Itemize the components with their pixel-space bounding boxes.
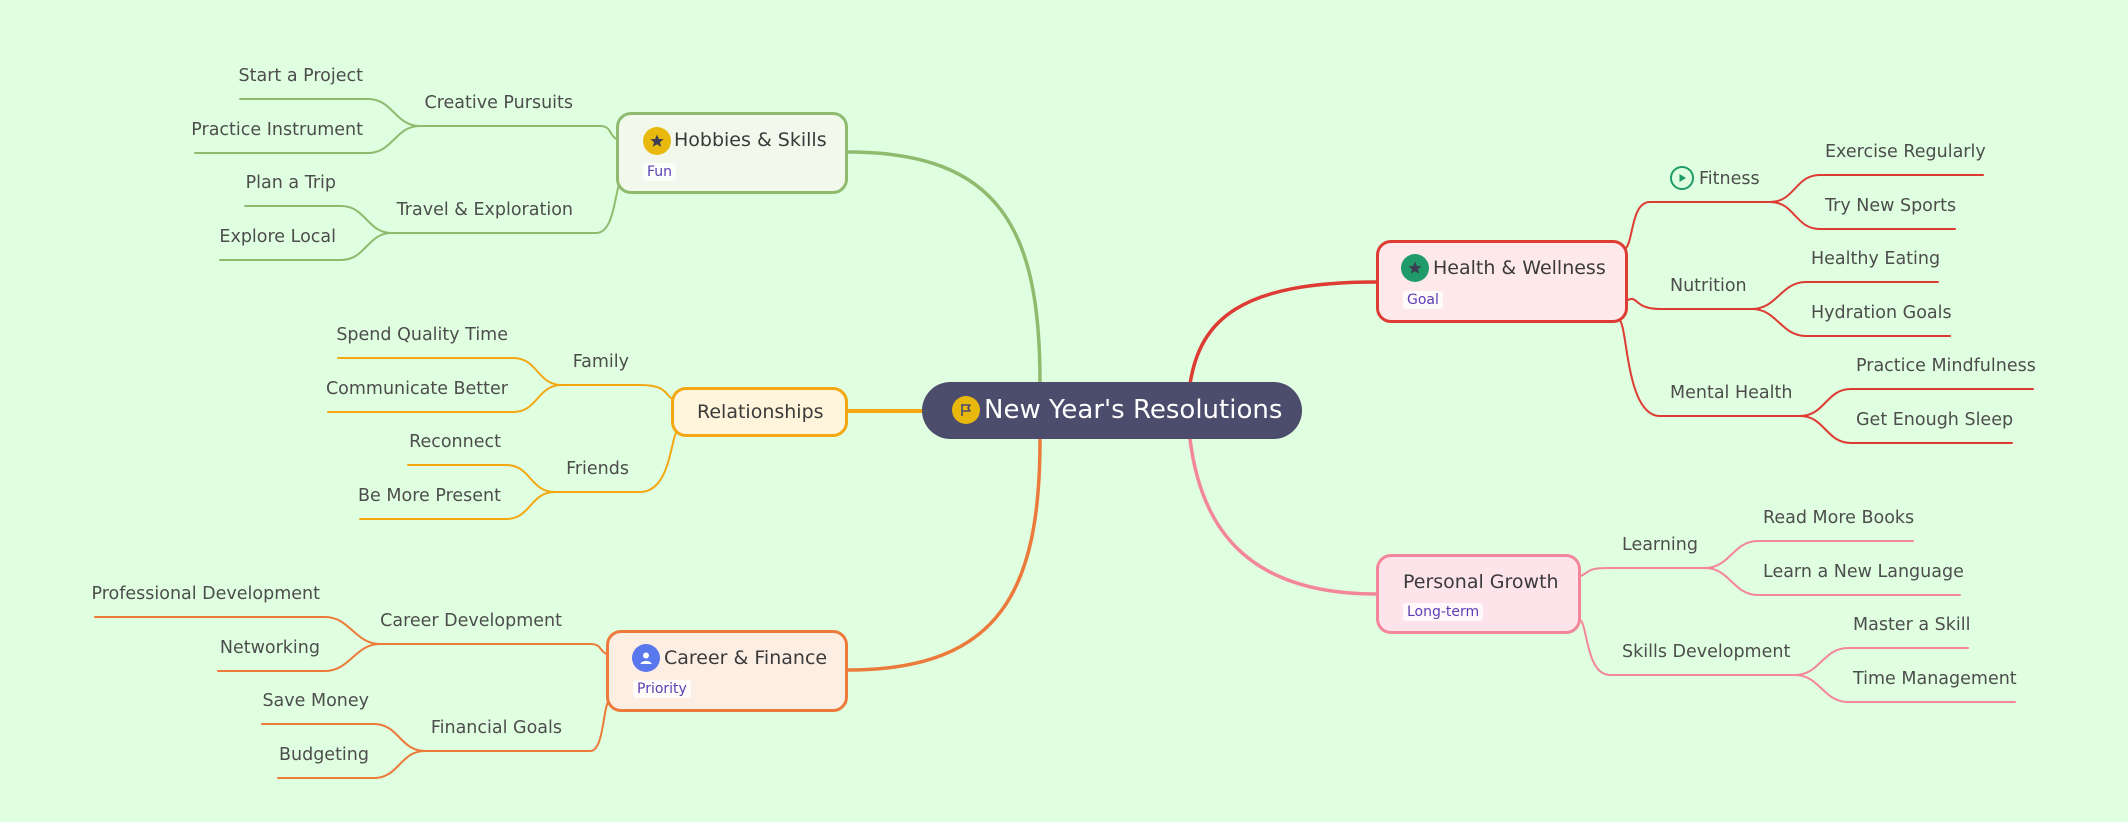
leaf-label[interactable]: Hydration Goals (1811, 303, 1952, 323)
branch-title: Career & Finance (664, 647, 828, 669)
subtopic-label[interactable]: Learning (1622, 535, 1698, 555)
leaf-label[interactable]: Plan a Trip (245, 173, 336, 193)
growth-skills-sub (1577, 618, 1611, 676)
star-icon (1401, 254, 1429, 282)
health-mental-leaf-0 (1799, 388, 1852, 417)
health-fitness-sub (1623, 201, 1651, 251)
hobbies-travel-leaf-0 (340, 205, 393, 234)
rel-friends-sub (639, 428, 681, 493)
branch-tag: Fun (643, 163, 677, 181)
branch-node-health[interactable]: Health & Wellness Goal (1376, 240, 1628, 323)
play-icon (1670, 166, 1694, 190)
leaf-label[interactable]: Start a Project (238, 66, 363, 86)
hobbies-travel-leaf-1 (340, 232, 393, 261)
growth-learning-sub (1580, 567, 1611, 577)
branch-node-growth[interactable]: Personal Growth Long-term (1376, 554, 1581, 634)
leaf-label[interactable]: Explore Local (219, 227, 336, 247)
branch-title: Relationships (697, 401, 824, 423)
leaf-label[interactable]: Read More Books (1763, 508, 1915, 528)
hobbies-creative-leaf-0 (367, 98, 421, 127)
branch-title: Health & Wellness (1433, 257, 1606, 279)
rel-friends-leaf-1 (505, 491, 556, 520)
leaf-label[interactable]: Exercise Regularly (1825, 142, 1986, 162)
branch-line-growth (1188, 437, 1378, 596)
leaf-label[interactable]: Spend Quality Time (336, 325, 508, 345)
flag-icon (952, 396, 980, 424)
branch-tag: Long-term (1403, 603, 1484, 621)
branch-line-career (846, 438, 1042, 672)
career-dev-sub (589, 643, 609, 656)
hobbies-creative-sub (599, 125, 619, 141)
leaf-label[interactable]: Healthy Eating (1811, 249, 1941, 269)
leaf-label[interactable]: Budgeting (278, 745, 369, 765)
subtopic-label[interactable]: Family (572, 352, 629, 372)
career-fin-leaf-1 (373, 750, 426, 779)
health-nutrition-leaf-0 (1751, 281, 1807, 310)
health-mental-leaf-1 (1799, 415, 1852, 444)
subtopic-label[interactable]: Financial Goals (430, 718, 562, 738)
branch-line-hobbies (846, 150, 1042, 384)
subtopic-label[interactable]: Fitness (1699, 169, 1760, 189)
career-dev-leaf-1 (324, 643, 381, 672)
growth-skills-leaf-0 (1794, 647, 1849, 676)
rel-family-leaf-1 (512, 384, 563, 413)
branch-title: Hobbies & Skills (674, 129, 827, 151)
subtopic-label[interactable]: Skills Development (1622, 642, 1791, 662)
subtopic-label[interactable]: Friends (566, 459, 629, 479)
branch-node-career[interactable]: Career & Finance Priority (606, 630, 848, 712)
rel-family-sub (639, 384, 675, 401)
leaf-label[interactable]: Save Money (262, 691, 369, 711)
person-icon (632, 644, 660, 672)
leaf-label[interactable]: Time Management (1853, 669, 2017, 689)
root-node[interactable]: New Year's Resolutions (922, 382, 1302, 439)
leaf-label[interactable]: Networking (219, 638, 320, 658)
hobbies-creative-leaf-1 (367, 125, 421, 154)
leaf-label[interactable]: Learn a New Language (1763, 562, 1964, 582)
leaf-label[interactable]: Professional Development (91, 584, 320, 604)
branch-title: Personal Growth (1403, 571, 1559, 593)
growth-skills-leaf-1 (1794, 674, 1849, 703)
leaf-label[interactable]: Get Enough Sleep (1856, 410, 2014, 430)
rel-friends-leaf-0 (505, 464, 556, 493)
root-title: New Year's Resolutions (984, 395, 1283, 425)
branch-node-hobbies[interactable]: Hobbies & Skills Fun (616, 112, 848, 194)
career-dev-leaf-0 (324, 616, 381, 645)
leaf-label[interactable]: Try New Sports (1825, 196, 1957, 216)
branch-node-relationships[interactable]: Relationships (671, 387, 848, 437)
health-nutrition-leaf-1 (1751, 308, 1807, 337)
branch-line-health (1188, 280, 1378, 386)
branch-tag: Goal (1403, 291, 1443, 309)
subtopic-label[interactable]: Career Development (380, 611, 562, 631)
health-mental-sub (1617, 318, 1661, 417)
subtopic-label[interactable]: Creative Pursuits (424, 93, 573, 113)
leaf-label[interactable]: Reconnect (409, 432, 501, 452)
leaf-label[interactable]: Be More Present (358, 486, 501, 506)
leaf-label[interactable]: Master a Skill (1853, 615, 1971, 635)
health-fitness-leaf-0 (1769, 174, 1821, 203)
subtopic-label[interactable]: Travel & Exploration (396, 200, 573, 220)
branch-tag: Priority (633, 680, 691, 698)
career-fin-leaf-0 (373, 723, 426, 752)
health-fitness-leaf-1 (1769, 201, 1821, 230)
health-nutrition-sub (1627, 297, 1661, 310)
career-fin-sub (589, 698, 613, 752)
subtopic-label[interactable]: Mental Health (1670, 383, 1793, 403)
growth-learning-leaf-0 (1704, 540, 1759, 569)
growth-learning-leaf-1 (1704, 567, 1759, 596)
star-icon (643, 127, 671, 155)
leaf-label[interactable]: Practice Mindfulness (1856, 356, 2036, 376)
leaf-label[interactable]: Practice Instrument (191, 120, 363, 140)
subtopic-label[interactable]: Nutrition (1670, 276, 1747, 296)
leaf-label[interactable]: Communicate Better (325, 379, 508, 399)
rel-family-leaf-0 (512, 357, 563, 386)
